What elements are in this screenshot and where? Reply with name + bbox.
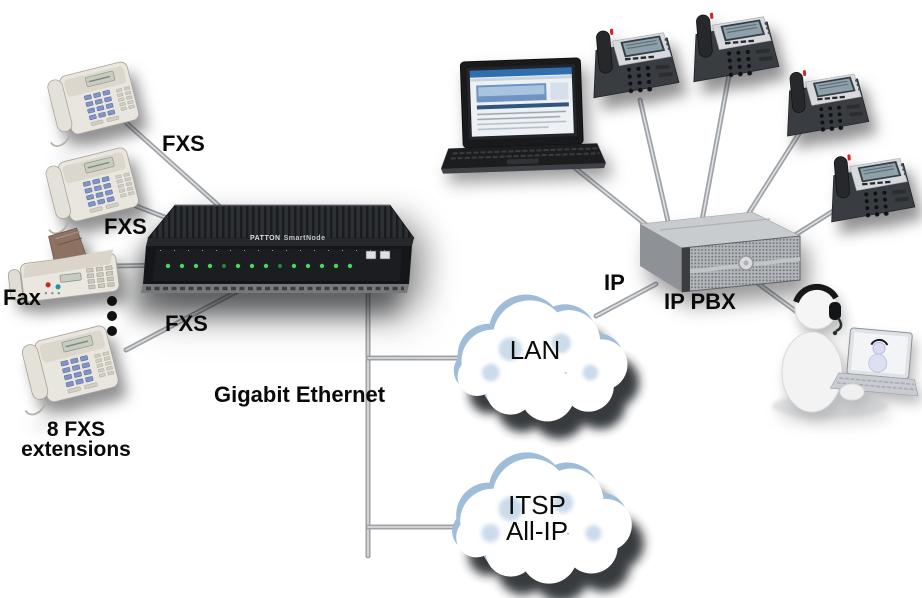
ip-pbx-server — [639, 211, 802, 293]
ip-phone-1-line — [637, 97, 673, 233]
ethernet-port — [379, 250, 391, 260]
fxs-label-2: FXS — [104, 214, 147, 239]
lan-cloud — [454, 295, 639, 439]
status-leds — [165, 263, 353, 269]
gateway-model-name: SmartNode — [283, 235, 326, 242]
ip-phone-3-line — [737, 129, 803, 230]
itsp-label-line2: All-IP — [505, 516, 569, 546]
lan-to-pbx-ip-line — [593, 281, 659, 319]
ethernet-port — [365, 250, 377, 260]
support-agent — [772, 283, 919, 418]
ip-phone-3 — [781, 64, 871, 137]
ip-label: IP — [604, 270, 625, 295]
gateway-brand-name: PATTON — [250, 235, 281, 242]
itsp-label: ITSP All-IP — [490, 492, 584, 544]
ip-phone-2 — [687, 6, 781, 83]
extensions-label: 8 FXS extensions — [8, 418, 144, 461]
smartnode-gateway — [141, 204, 415, 293]
analog-phone-1 — [35, 59, 143, 149]
laptop-computer — [441, 57, 606, 174]
more-extensions-ellipsis — [107, 296, 117, 336]
ip-phone-2-line — [698, 67, 733, 229]
agent-body — [781, 331, 843, 413]
lan-label: LAN — [509, 335, 561, 365]
extensions-label-line1: 8 FXS — [46, 418, 106, 441]
analog-phone-3 — [8, 323, 123, 417]
gigabit-ethernet-label: Gigabit Ethernet — [214, 382, 386, 407]
extensions-label-line2: extensions — [21, 438, 131, 461]
fxs-label-1: FXS — [162, 131, 205, 156]
fax-label: Fax — [3, 285, 41, 310]
ip-phone-4 — [825, 148, 917, 223]
ip-phone-1 — [587, 22, 681, 99]
itsp-label-line1: ITSP — [508, 490, 566, 520]
fxs-label-3: FXS — [165, 311, 208, 336]
headset-icon — [793, 283, 839, 304]
agent-laptop — [829, 327, 919, 397]
ip-pbx-label: IP PBX — [664, 289, 736, 314]
